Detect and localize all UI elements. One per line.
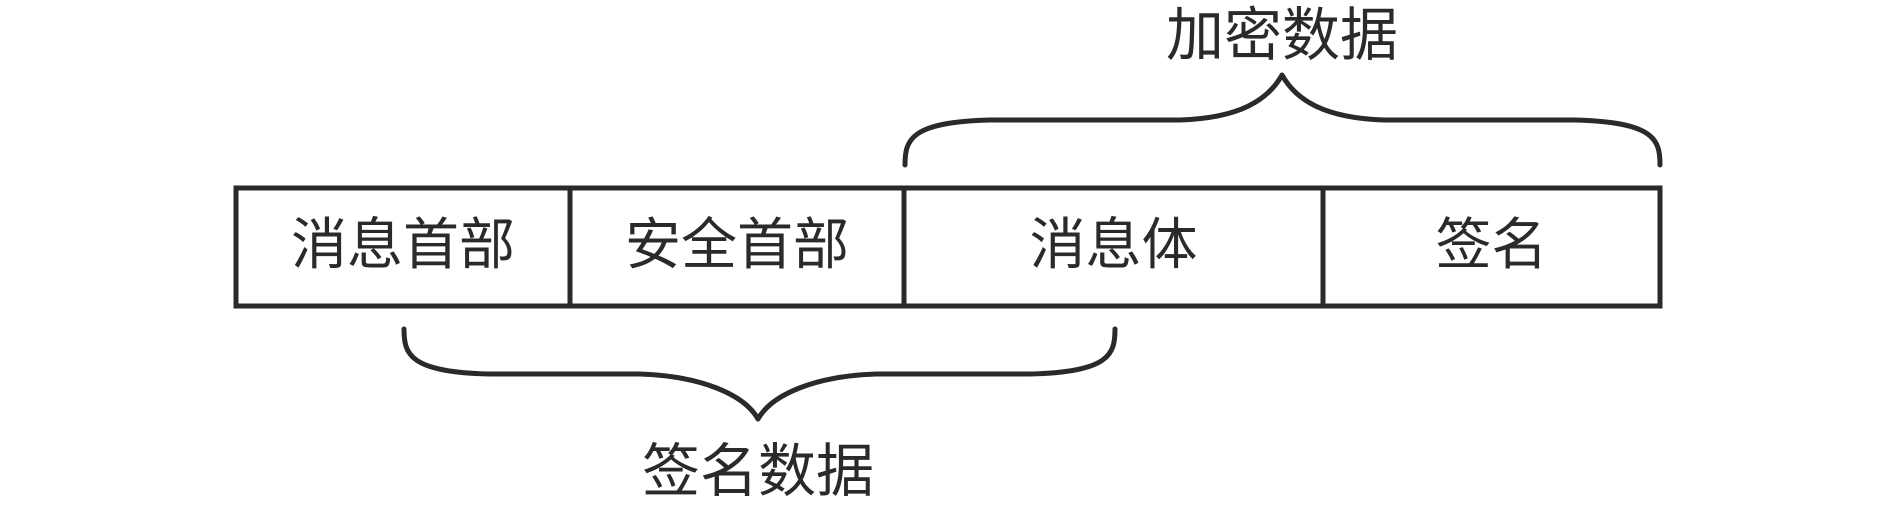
signed-data-brace xyxy=(401,326,1118,422)
field-label-security-header: 安全首部 xyxy=(625,213,849,278)
field-label-message-header: 消息首部 xyxy=(291,213,515,278)
field-label-message-body: 消息体 xyxy=(1029,213,1198,278)
field-label-signature: 签名 xyxy=(1435,213,1548,278)
encrypted-data-brace xyxy=(902,72,1663,168)
signed-data-label: 签名数据 xyxy=(641,437,874,505)
encrypted-data-label: 加密数据 xyxy=(1165,1,1398,69)
message-bar xyxy=(233,185,1663,309)
